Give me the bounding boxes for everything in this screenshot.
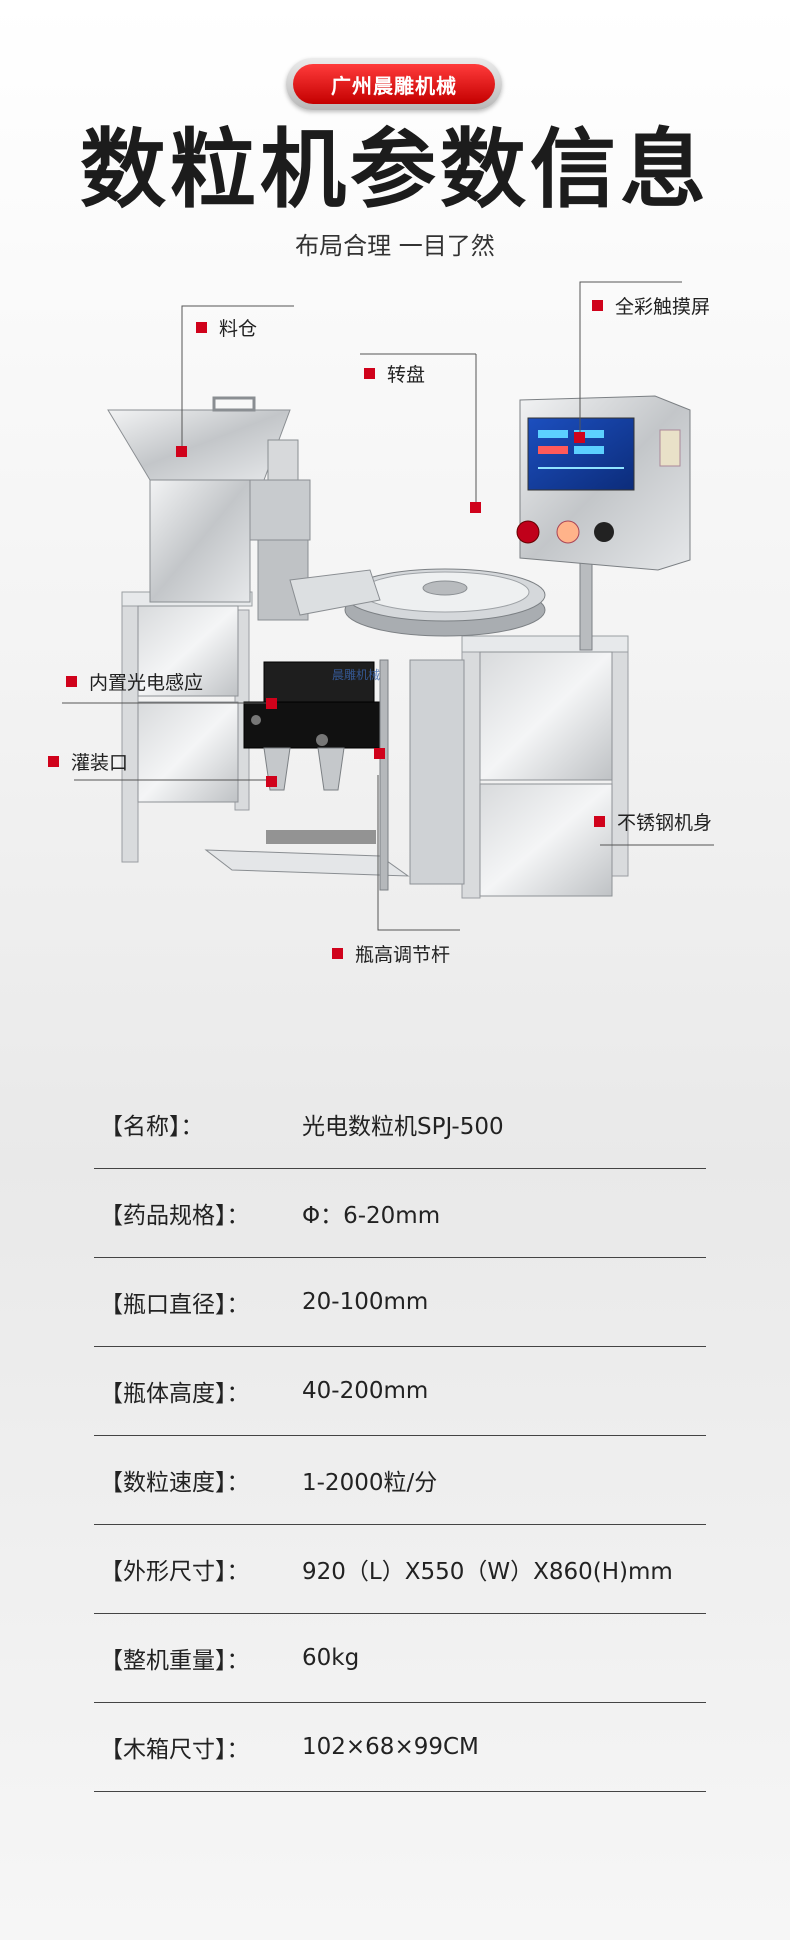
callout-hopper-label: 料仓 [219,318,258,340]
brand-name: 广州晨雕机械 [293,64,495,104]
callout-filling-label: 灌装口 [71,752,129,774]
callout-markers [176,432,585,787]
spec-row: 【瓶体高度】： 40-200mm [94,1347,706,1436]
spec-label: 【整机重量】： [100,1648,250,1674]
spec-value: 20-100mm [302,1289,429,1315]
spec-label: 【名称】： [100,1114,204,1140]
callout-filling: 灌装口 [48,748,128,775]
spec-value: 1-2000粒/分 [302,1470,438,1496]
callout-rod: 瓶高调节杆 [332,940,450,967]
spec-row: 【瓶口直径】： 20-100mm [94,1258,706,1347]
callout-sensor-label: 内置光电感应 [89,672,204,694]
spec-row: 【药品规格】： Φ：6-20mm [94,1169,706,1258]
spec-value: Φ：6-20mm [302,1203,441,1229]
right-panel-bottom [479,783,613,897]
spec-label: 【瓶体高度】： [100,1381,250,1407]
spec-value: 40-200mm [302,1378,429,1404]
spec-label: 【数粒速度】： [100,1470,250,1496]
page-title: 数粒机参数信息 [80,120,710,220]
spec-row: 【数粒速度】： 1-2000粒/分 [94,1436,706,1525]
spec-label: 【外形尺寸】： [100,1559,250,1585]
callout-body-label: 不锈钢机身 [617,812,713,834]
spec-row: 【木箱尺寸】： 102×68×99CM [94,1703,706,1792]
bottle-tray [204,849,410,877]
turntable [289,568,546,637]
control-box [516,395,691,571]
page-subtitle: 布局合理 一目了然 [295,232,495,260]
left-panel-top [137,605,239,697]
machine-logo-text: 晨雕机械 [332,668,381,682]
hopper [107,396,311,621]
callout-lines [62,281,714,931]
brand-badge: 广州晨雕机械 [286,58,502,110]
height-rod [379,659,389,891]
spec-value: 920（L）X550（W）X860(H)mm [302,1559,673,1585]
spec-row: 【名称】： 光电数粒机SPJ-500 [94,1080,706,1169]
spec-label: 【药品规格】： [100,1203,250,1229]
callout-turntable-label: 转盘 [387,364,426,386]
spec-label: 【瓶口直径】： [100,1292,250,1318]
counting-machine-diagram [62,281,714,931]
callout-turntable: 转盘 [364,360,425,387]
callout-touchscreen-label: 全彩触摸屏 [615,296,711,318]
spec-value: 102×68×99CM [302,1734,479,1760]
callout-touchscreen: 全彩触摸屏 [592,292,710,319]
spec-value: 60kg [302,1645,360,1671]
right-panel-top [479,651,613,781]
callout-rod-label: 瓶高调节杆 [355,944,451,966]
spec-value: 光电数粒机SPJ-500 [302,1114,504,1140]
spec-table: 【名称】： 光电数粒机SPJ-500 【药品规格】： Φ：6-20mm 【瓶口直径】… [94,1080,706,1792]
machine-illustration: 料仓 转盘 全彩触摸屏 内置光电感应 灌装口 不锈钢机身 瓶高调节杆 晨雕机械 [0,270,790,1010]
spec-row: 【外形尺寸】： 920（L）X550（W）X860(H)mm [94,1525,706,1614]
spec-label: 【木箱尺寸】： [100,1737,250,1763]
callout-sensor: 内置光电感应 [66,668,203,695]
spec-row: 【整机重量】： 60kg [94,1614,706,1703]
callout-hopper: 料仓 [196,314,257,341]
callout-body: 不锈钢机身 [594,808,712,835]
left-panel-bottom [137,701,239,803]
